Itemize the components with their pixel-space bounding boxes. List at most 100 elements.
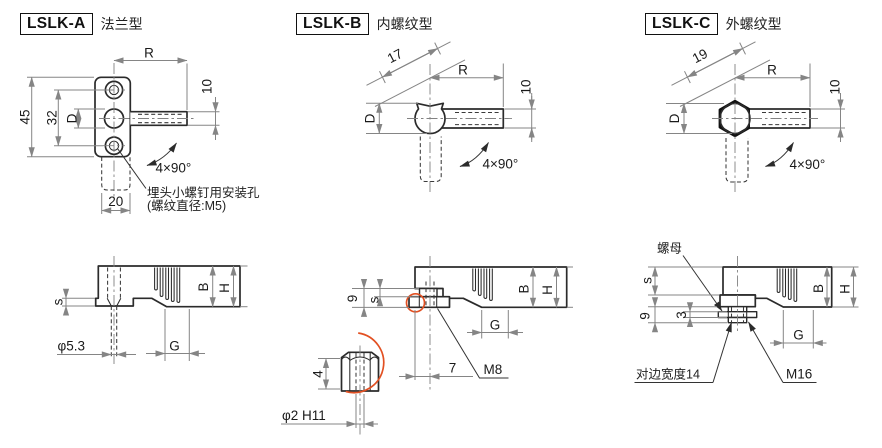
rotation-label: 4×90° [790, 157, 826, 172]
dim-h: H [217, 265, 237, 308]
nut-label: 螺母 [657, 242, 682, 256]
dim-r: R [113, 46, 188, 110]
lslk-b-top-view: 17 R 10 D 4×9 [363, 41, 536, 192]
lslk-a-side-view: s φ5.3 G B H [51, 256, 248, 364]
dim-b: B [517, 266, 537, 308]
dim-label-19: 19 [690, 46, 710, 66]
type-name-a: 法兰型 [100, 16, 143, 32]
dim-g: G [467, 310, 523, 339]
dim-label-h: H [838, 284, 853, 294]
knurling [154, 267, 181, 303]
title-lslk-b: LSLK-B 内螺纹型 [296, 13, 433, 35]
model-code-b: LSLK-B [296, 13, 369, 35]
rotation-label: 4×90° [483, 157, 519, 172]
thread-leader [748, 321, 784, 383]
dim-label-hole: φ5.3 [58, 339, 86, 354]
model-code-a: LSLK-A [20, 13, 93, 35]
dim-label-7: 7 [449, 361, 457, 376]
dim-10: 10 [188, 79, 220, 140]
nut-callout: 螺母 [657, 242, 723, 312]
model-code-c: LSLK-C [645, 13, 718, 35]
grip-alt-position [725, 138, 749, 183]
dim-label-b: B [196, 282, 211, 291]
dim-label-s: s [640, 277, 655, 284]
lslk-b-detail-view: 4 φ2 H11 [281, 332, 385, 437]
dim-label-10: 10 [828, 79, 843, 94]
dim-label-g: G [793, 328, 804, 343]
dim-45: 45 [18, 76, 94, 158]
nut-leader [682, 255, 723, 312]
dim-label-b: B [811, 284, 826, 293]
dim-g: G [146, 309, 205, 361]
rotation-indicator: 4×90° [765, 142, 826, 172]
dim-b: B [811, 266, 831, 308]
hex-nut [408, 295, 451, 309]
dim-d: D [666, 103, 732, 134]
dim-r: R [734, 63, 811, 107]
rotation-arrow [765, 142, 794, 167]
dim-label-b: B [517, 284, 532, 293]
dim-3: 3 [674, 302, 727, 327]
thread-callout-m16: M16 [748, 321, 817, 383]
dim-label-r: R [458, 63, 468, 78]
detail-scope-arc [345, 332, 385, 394]
dim-d: D [65, 108, 105, 129]
dim-s: s [51, 288, 95, 316]
note-line2: (螺纹直径:M5) [147, 199, 226, 213]
mounting-hole-note: 埋头小螺钉用安装孔 (螺纹直径:M5) [117, 148, 260, 213]
dim-9: 9 [345, 279, 419, 317]
dim-label-r: R [767, 63, 777, 78]
af-width-leader [712, 322, 732, 383]
dim-7: 7 [399, 310, 473, 380]
note-leader [117, 148, 147, 189]
dim-label-d: D [667, 113, 682, 123]
dim-hole-h11: φ2 H11 [281, 408, 378, 428]
type-name-c: 外螺纹型 [725, 16, 782, 32]
rotation-arrow [146, 142, 177, 166]
dim-hole-dia: φ5.3 [57, 339, 136, 358]
dim-label-3: 3 [674, 311, 689, 319]
grip-alt-position [419, 136, 442, 183]
lslk-a-top-view: R 10 45 32 [18, 46, 260, 214]
type-name-b: 内螺纹型 [376, 16, 433, 32]
dim-label-h: H [217, 283, 232, 293]
dim-label-10: 10 [519, 79, 534, 94]
dim-32: 32 [45, 89, 103, 147]
dim-label-17: 17 [385, 46, 405, 66]
width-across-flats-callout: 对边宽度14 [634, 322, 732, 383]
dim-label-d: D [65, 113, 80, 123]
dim-af17: 17 [366, 41, 466, 107]
dim-label-s: s [51, 298, 66, 305]
dim-label-d: D [363, 113, 378, 123]
thread-leader [437, 308, 509, 379]
dim-d: D [363, 102, 427, 134]
grip-alt-position [101, 157, 131, 191]
lslk-c-top-view: 19 R 10 D 4×9 [666, 41, 845, 192]
knurling [776, 268, 798, 302]
dim-label-9: 9 [638, 312, 653, 320]
dim-10: 10 [811, 79, 845, 142]
title-lslk-c: LSLK-C 外螺纹型 [645, 13, 782, 35]
thread-label: M16 [786, 367, 812, 382]
rotation-indicator: 4×90° [459, 142, 519, 172]
dim-label-9: 9 [345, 295, 360, 303]
dim-h: H [832, 266, 859, 308]
dim-label-g: G [169, 339, 180, 354]
dim-4: 4 [311, 358, 340, 390]
thread-label: M8 [484, 362, 503, 377]
dim-10: 10 [504, 79, 536, 142]
countersink [106, 298, 112, 307]
dim-label-hole-h11: φ2 H11 [282, 408, 326, 423]
thread-callout-m8: M8 [437, 308, 509, 379]
dim-s: s [640, 266, 722, 296]
dim-label-s: s [367, 296, 382, 303]
dim-r: R [429, 63, 504, 107]
dim-b: B [196, 265, 216, 308]
title-lslk-a: LSLK-A 法兰型 [20, 13, 143, 35]
note-line1: 埋头小螺钉用安装孔 [147, 185, 260, 200]
lever-body [94, 265, 241, 308]
rotation-indicator: 4×90° [146, 142, 191, 176]
dim-label-10: 10 [200, 79, 215, 94]
knurling [472, 268, 493, 301]
